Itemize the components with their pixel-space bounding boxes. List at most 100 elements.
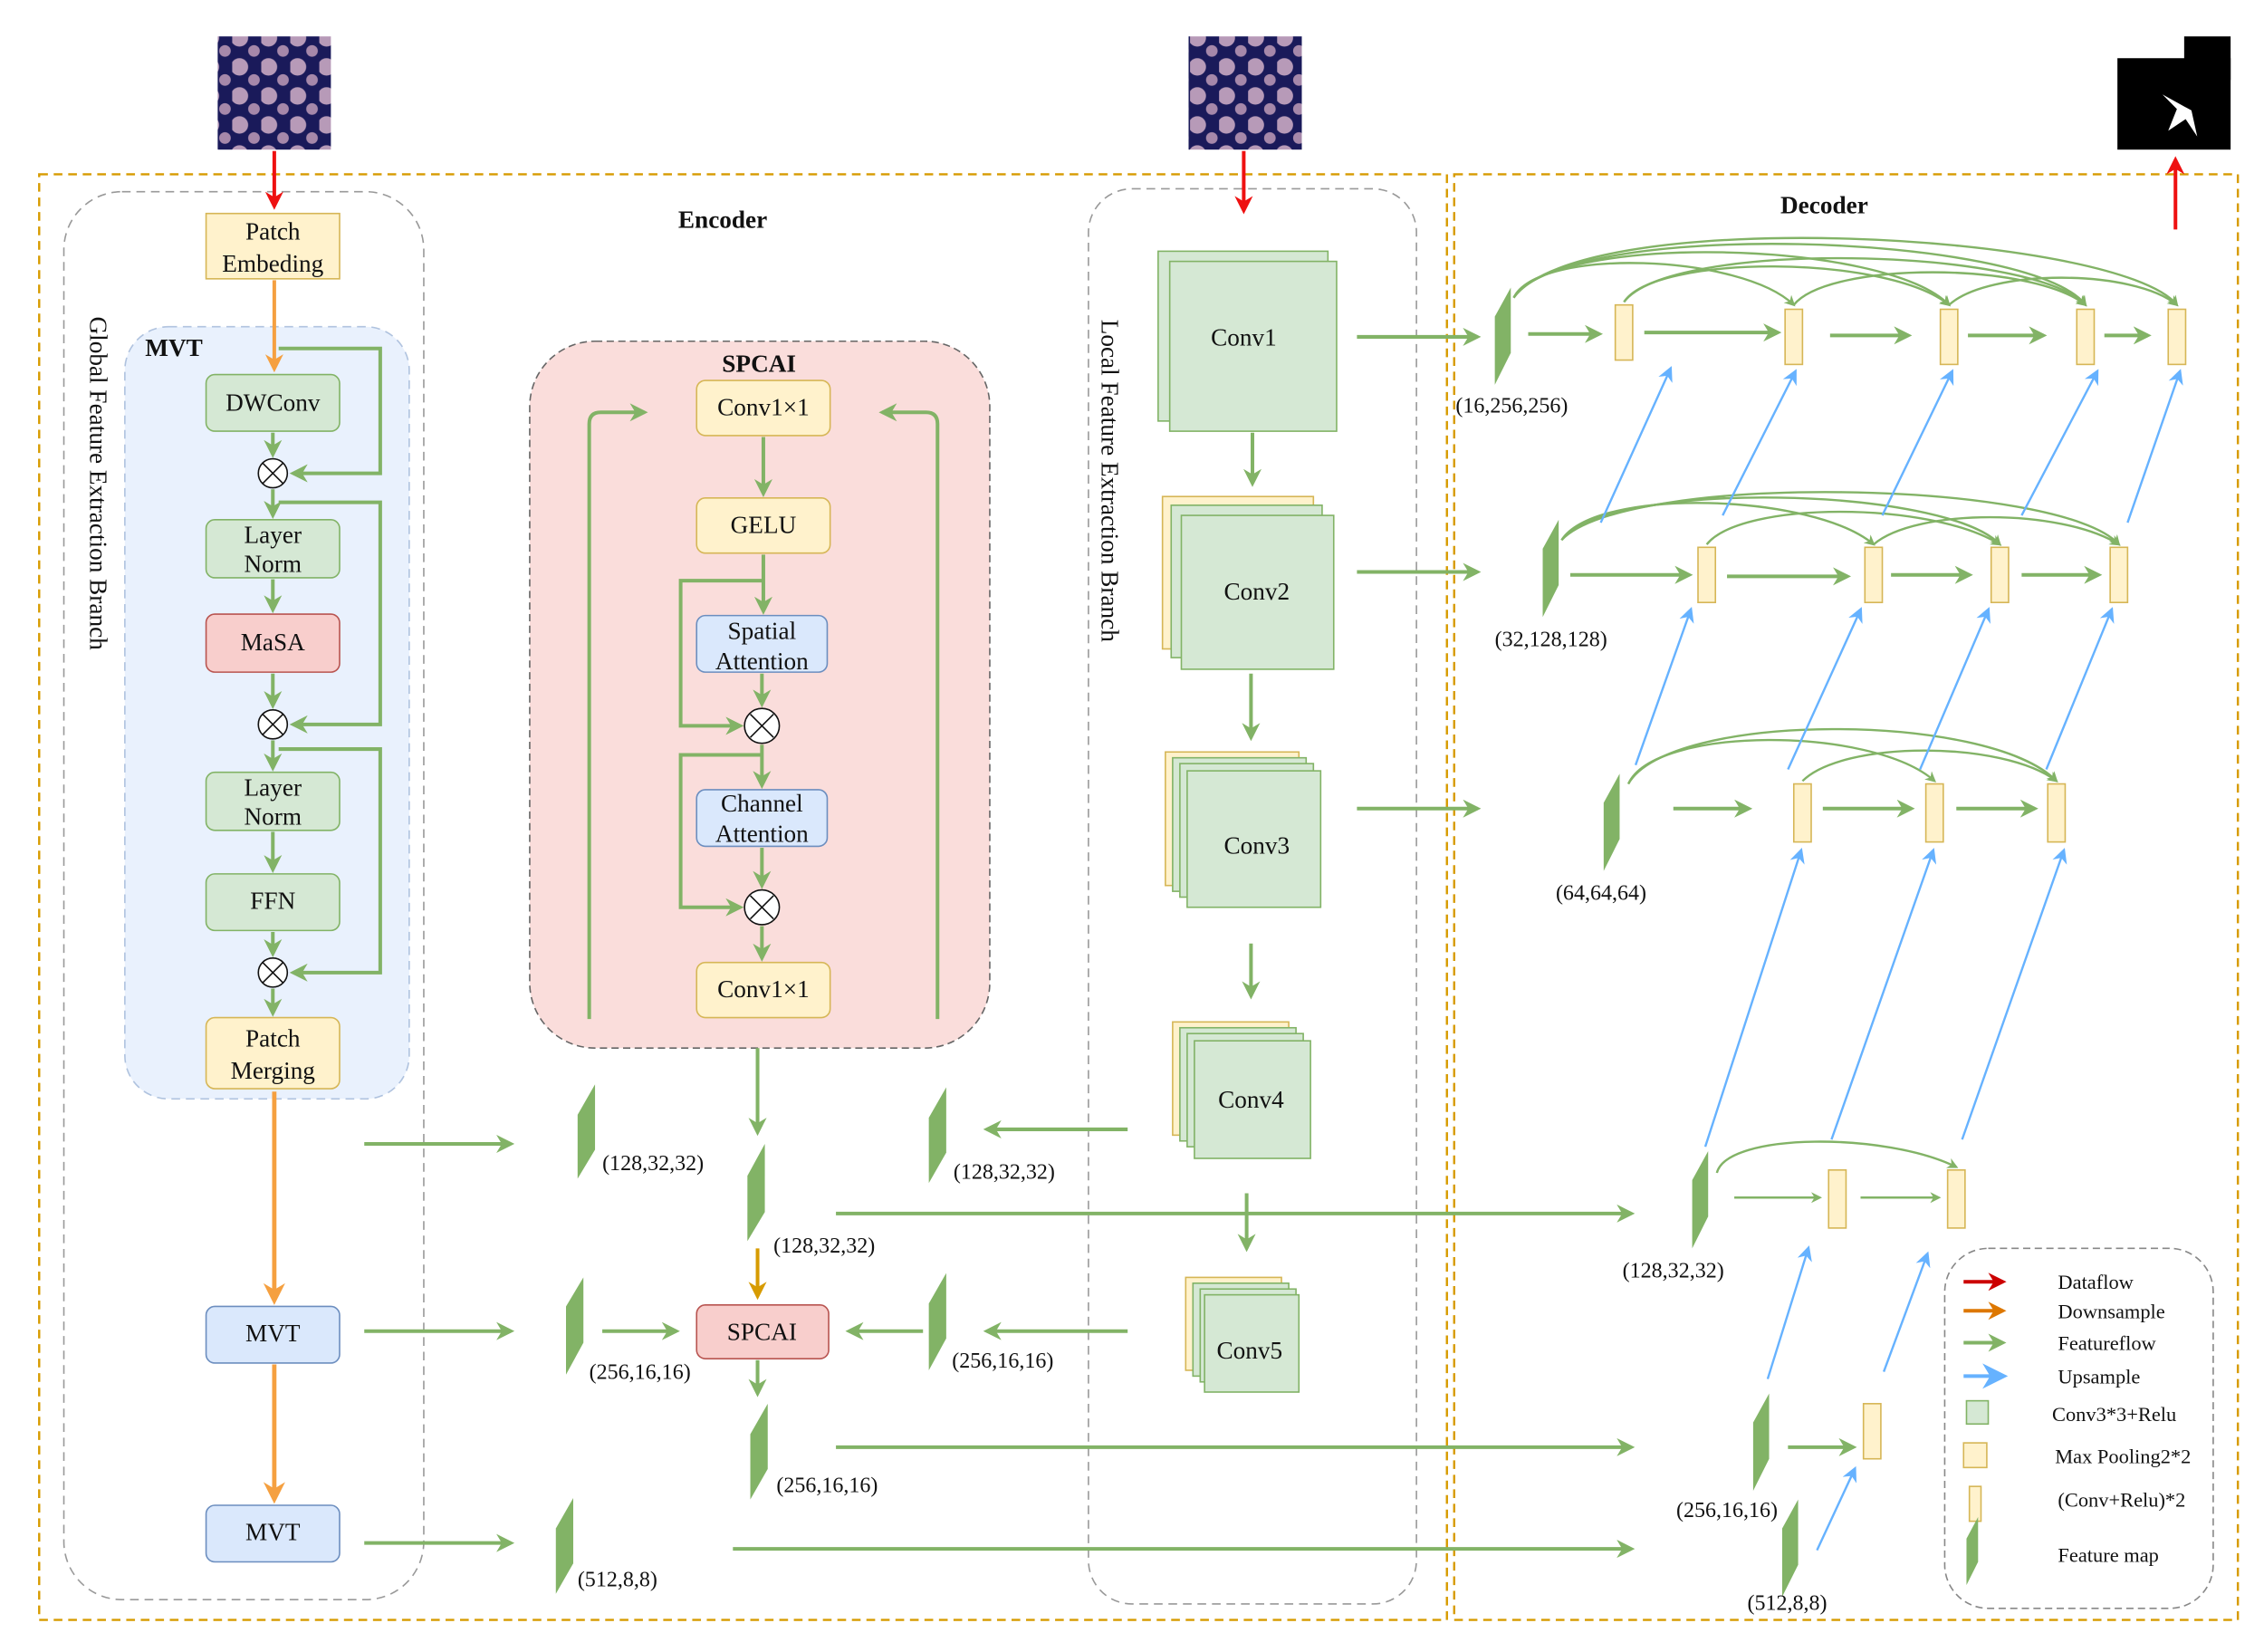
feature-map <box>555 1497 574 1594</box>
masa-block: MaSA <box>205 613 341 673</box>
svg-text:SPCAI: SPCAI <box>727 1318 797 1345</box>
decoder-node <box>2167 308 2187 366</box>
legend: Dataflow Downsample Featureflow Upsample… <box>1943 1247 2214 1609</box>
dim-label: (128,32,32) <box>773 1234 875 1258</box>
svg-text:Attention: Attention <box>715 821 809 848</box>
dim-label: (256,16,16) <box>590 1361 691 1385</box>
dim-label: (128,32,32) <box>1623 1259 1724 1282</box>
svg-text:Conv4: Conv4 <box>1218 1086 1284 1113</box>
legend-featureflow: Featureflow <box>2058 1332 2156 1355</box>
dim-label: (16,256,256) <box>1455 394 1568 418</box>
global-branch-container <box>62 190 425 1600</box>
channel-attention-block: Channel Attention <box>696 789 829 848</box>
upsample-arrows <box>1599 366 2183 1551</box>
multiply-node <box>743 707 781 744</box>
dim-label: (32,128,128) <box>1495 628 1607 651</box>
legend-downsample: Downsample <box>2058 1300 2164 1322</box>
svg-text:Embeding: Embeding <box>222 250 323 277</box>
feature-maps-encoder <box>555 1084 946 1594</box>
dim-label: (512,8,8) <box>1747 1591 1827 1615</box>
spcai-small-block: SPCAI <box>696 1304 830 1359</box>
conv5-block: Conv5 <box>1185 1276 1300 1393</box>
decoder-skip-arrows <box>1512 236 2179 1456</box>
decoder-title: Decoder <box>1780 192 1868 219</box>
decoder-node <box>1864 546 1884 604</box>
svg-text:MaSA: MaSA <box>241 629 305 656</box>
decoder-node <box>1946 1169 1966 1229</box>
feature-map <box>928 1273 946 1370</box>
feature-map <box>750 1403 768 1500</box>
conv3-block: Conv3 <box>1165 751 1322 908</box>
encoder-title: Encoder <box>678 206 767 234</box>
feature-map <box>1752 1393 1770 1491</box>
legend-maxpool: Max Pooling2*2 <box>2055 1446 2191 1468</box>
svg-text:Conv3: Conv3 <box>1224 831 1290 859</box>
svg-text:Conv1×1: Conv1×1 <box>717 393 810 420</box>
svg-text:Conv1×1: Conv1×1 <box>717 975 810 1003</box>
svg-text:Attention: Attention <box>715 648 809 675</box>
dim-label: (256,16,16) <box>1676 1499 1778 1522</box>
svg-text:Spatial: Spatial <box>728 617 797 644</box>
feature-map <box>928 1087 946 1184</box>
multiply-node <box>257 708 289 740</box>
svg-text:Patch: Patch <box>245 218 301 245</box>
svg-text:Norm: Norm <box>245 802 302 830</box>
mvt-block-3: MVT <box>205 1504 341 1563</box>
svg-text:GELU: GELU <box>731 511 797 538</box>
feature-map <box>577 1084 596 1179</box>
ffn-block: FFN <box>205 873 341 932</box>
legend-upsample: Upsample <box>2058 1365 2140 1388</box>
svg-text:Layer: Layer <box>245 773 302 801</box>
local-branch-arrows <box>1237 432 1262 1253</box>
spcai-title: SPCAI <box>722 350 796 377</box>
global-branch-label: Global Feature Extraction Branch <box>84 317 111 651</box>
svg-text:Merging: Merging <box>231 1057 316 1084</box>
gelu-block: GELU <box>696 497 831 554</box>
feature-map <box>1781 1499 1799 1597</box>
spcai-internal-arrows <box>587 403 940 1020</box>
conv4-block: Conv4 <box>1172 1021 1311 1159</box>
spatial-attention-block: Spatial Attention <box>696 614 829 675</box>
layernorm-block-2: Layer Norm <box>205 771 341 831</box>
decoder-node <box>1828 1169 1847 1229</box>
feature-map <box>1542 519 1559 618</box>
svg-text:MVT: MVT <box>245 1518 301 1545</box>
local-branch-container <box>1088 187 1417 1605</box>
conv1-block: Conv1 <box>1157 250 1338 432</box>
layernorm-block-1: Layer Norm <box>205 519 341 579</box>
decoder-nodes <box>1614 303 2187 1460</box>
conv1x1-top-block: Conv1×1 <box>696 379 831 437</box>
svg-text:Channel: Channel <box>721 790 803 817</box>
decoder-node <box>1614 303 1634 361</box>
svg-text:Conv5: Conv5 <box>1216 1337 1282 1364</box>
decoder-node <box>1784 308 1804 366</box>
patch-embedding-block: Patch Embeding <box>205 212 341 280</box>
decoder-node <box>1939 308 1959 366</box>
svg-text:Conv2: Conv2 <box>1224 578 1290 605</box>
conv1x1-bottom-block: Conv1×1 <box>696 961 831 1019</box>
legend-feature-map: Feature map <box>2058 1544 2158 1567</box>
feature-maps-decoder <box>1494 287 1799 1597</box>
decoder-node <box>2047 783 2067 843</box>
conv2-block: Conv2 <box>1161 495 1335 670</box>
dim-label: (64,64,64) <box>1556 882 1646 906</box>
local-branch-label: Local Feature Extraction Branch <box>1096 320 1123 643</box>
legend-conv: Conv3*3+Relu <box>2052 1403 2176 1426</box>
svg-text:MVT: MVT <box>245 1320 301 1347</box>
multiply-node <box>257 957 289 988</box>
dim-label: (512,8,8) <box>578 1569 657 1592</box>
legend-dataflow: Dataflow <box>2058 1271 2134 1293</box>
svg-text:Patch: Patch <box>245 1025 301 1052</box>
decoder-node <box>1697 546 1717 604</box>
decoder-feature-arrows <box>1528 323 2152 818</box>
mvt-title: MVT <box>145 334 203 361</box>
spcai-container <box>529 340 991 1049</box>
svg-text:Layer: Layer <box>245 522 302 549</box>
dim-label: (256,16,16) <box>776 1474 878 1498</box>
decoder-node <box>1990 546 2010 604</box>
feature-map <box>566 1277 584 1375</box>
dim-label: (256,16,16) <box>952 1349 1053 1373</box>
multiply-node <box>257 457 289 489</box>
encoder-container <box>38 173 1448 1621</box>
